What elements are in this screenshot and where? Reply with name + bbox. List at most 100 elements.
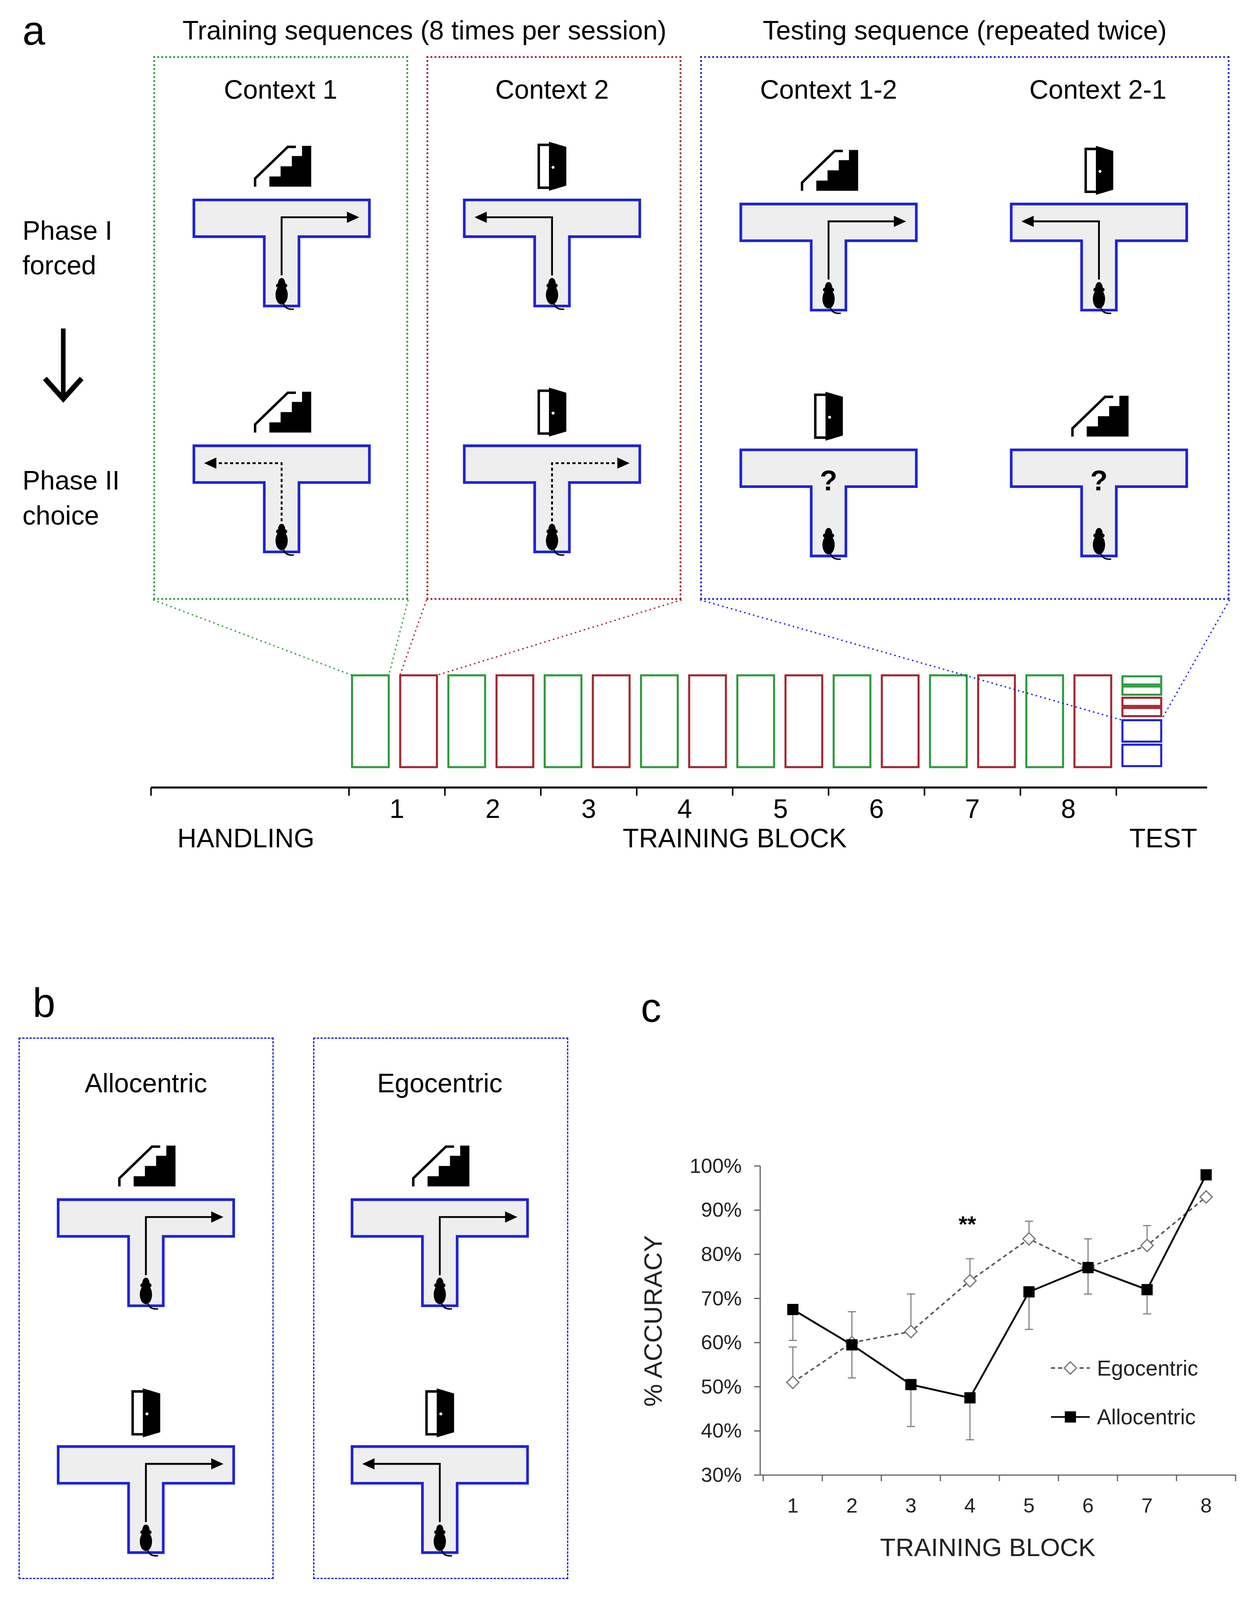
- y-tick-label: 50%: [700, 1375, 742, 1399]
- x-tick-label: 6: [1082, 1494, 1094, 1518]
- rat-head: [1095, 527, 1103, 540]
- stairs-rail: [413, 1147, 454, 1187]
- rat-tail: [554, 303, 565, 310]
- stairs-icon: [255, 391, 312, 433]
- stairs-steps: [1086, 395, 1129, 437]
- x-tick-label: 3: [905, 1494, 917, 1518]
- door-knob: [551, 411, 555, 415]
- door-panel: [825, 391, 843, 441]
- door-knob: [439, 1413, 443, 1416]
- square-marker: [846, 1339, 858, 1351]
- square-marker: [1200, 1169, 1212, 1181]
- rat-tail: [283, 550, 294, 556]
- stairs-icon: [413, 1145, 470, 1187]
- square-marker: [1141, 1284, 1153, 1296]
- diamond-marker: [1140, 1239, 1154, 1252]
- rat-head: [278, 278, 286, 290]
- panel-letter: b: [32, 979, 56, 1027]
- phase-arrow-head: [44, 378, 82, 399]
- forced-path-arrow: [484, 217, 553, 276]
- error-bar: [910, 1384, 912, 1427]
- rat-ear: [546, 283, 551, 288]
- rat-icon: [822, 527, 842, 560]
- error-cap: [788, 1346, 797, 1349]
- rat-head: [548, 278, 556, 290]
- rat-ear: [441, 1530, 446, 1535]
- error-cap: [1084, 1293, 1093, 1295]
- x-tick: [1234, 1475, 1237, 1482]
- forced-path-arrow: [281, 217, 350, 276]
- x-tick: [998, 1475, 1000, 1482]
- square-marker: [1023, 1286, 1035, 1298]
- leader-line: [436, 600, 682, 676]
- diamond-marker: [1199, 1190, 1212, 1204]
- arrow-head: [347, 211, 360, 223]
- door-knob: [828, 415, 832, 419]
- forced-path-arrow: [145, 1217, 214, 1276]
- rat-tail: [147, 1304, 158, 1310]
- y-tick: [754, 1342, 761, 1344]
- arrow-head: [504, 1211, 518, 1224]
- y-tick: [754, 1298, 761, 1300]
- egocentric-line: [792, 1197, 1206, 1383]
- session-bar: [592, 675, 630, 768]
- y-tick-label: 70%: [700, 1287, 742, 1311]
- forced-path-arrow: [439, 1217, 508, 1276]
- t-maze: [464, 387, 640, 556]
- t-maze-outline: [58, 1199, 234, 1306]
- group-heading: Testing sequence (repeated twice): [762, 15, 1167, 46]
- context-box: Context 2: [426, 56, 682, 600]
- rat-head: [278, 523, 286, 536]
- arrow-head: [203, 457, 217, 470]
- session-bar: [1074, 675, 1112, 768]
- timeline-axis: [151, 786, 1208, 789]
- error-cap: [966, 1258, 975, 1260]
- timeline-tick: [635, 787, 638, 796]
- door-panel: [142, 1388, 161, 1439]
- timeline-tick: [150, 787, 152, 796]
- rat-icon: [822, 282, 842, 314]
- y-tick: [754, 1430, 761, 1432]
- x-tick: [821, 1475, 823, 1482]
- session-bar: [833, 675, 871, 768]
- door-icon: [132, 1388, 161, 1439]
- t-maze: [58, 1145, 234, 1310]
- door-icon: [538, 141, 567, 192]
- choice-path-arrow: [214, 463, 282, 522]
- rat-icon: [1093, 527, 1112, 560]
- session-bar: [400, 675, 437, 768]
- leader-line: [700, 600, 1123, 721]
- arrow-head: [893, 215, 907, 227]
- timeline-tick: [348, 787, 350, 796]
- forced-path-arrow: [145, 1464, 214, 1523]
- square-marker: [787, 1304, 799, 1316]
- x-tick-label: 4: [964, 1494, 976, 1518]
- door-icon: [538, 387, 567, 437]
- phase-arrow-shaft: [60, 328, 66, 398]
- error-cap: [788, 1340, 797, 1342]
- significance-mark: **: [958, 1211, 976, 1238]
- rat-icon: [139, 1278, 159, 1310]
- box-title: Allocentric: [84, 1068, 208, 1100]
- rat-ear: [441, 1283, 446, 1288]
- t-maze: [740, 391, 917, 560]
- session-bar: [881, 675, 919, 768]
- error-cap: [847, 1311, 857, 1313]
- rat-tail: [830, 554, 841, 560]
- rat-tail: [283, 303, 294, 310]
- choice-mark: ?: [819, 464, 838, 498]
- y-tick: [754, 1386, 761, 1388]
- door-knob: [145, 1413, 149, 1416]
- arrow-head: [617, 457, 630, 470]
- arrow-head: [474, 211, 487, 223]
- accuracy-chart: [754, 1166, 1236, 1482]
- rat-tail: [1101, 308, 1112, 314]
- rat-head: [548, 523, 556, 536]
- t-maze: [1011, 395, 1187, 560]
- test-bar: [1122, 720, 1162, 742]
- door-panel: [548, 141, 567, 192]
- diamond-marker: [963, 1275, 976, 1288]
- forced-path-arrow: [372, 1464, 440, 1523]
- box-title: Context 1: [223, 74, 338, 106]
